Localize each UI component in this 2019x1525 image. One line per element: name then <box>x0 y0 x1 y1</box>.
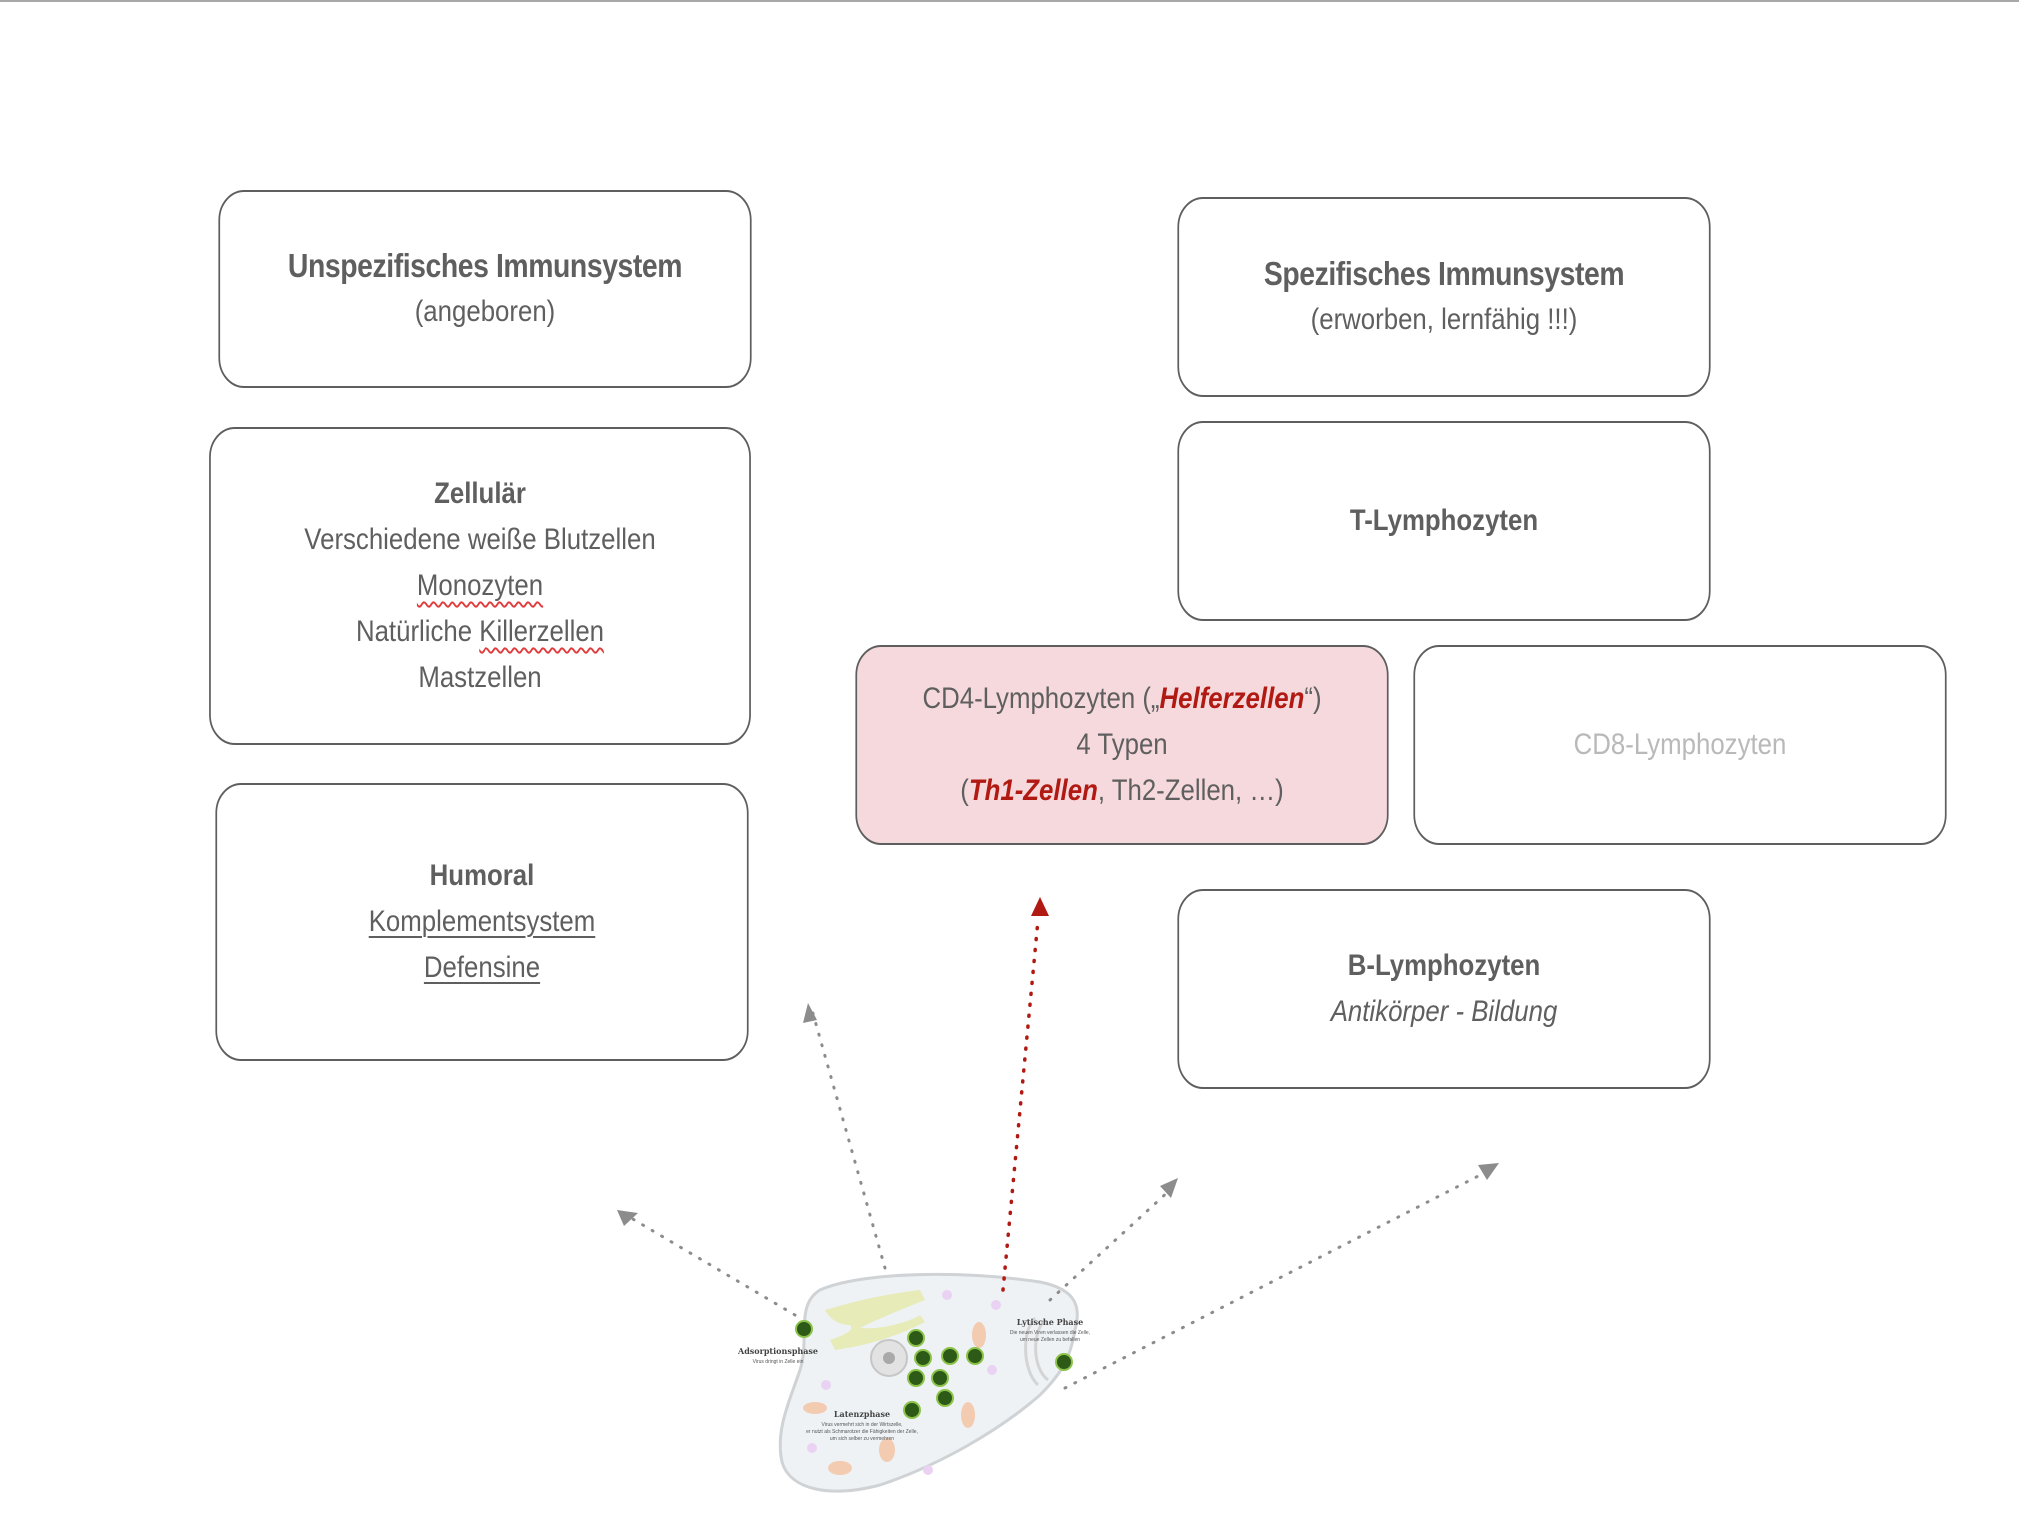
nucleus <box>870 1339 908 1377</box>
humoral-item: Defensine <box>424 945 540 991</box>
b-lymphocytes-title: B-Lymphozyten <box>1347 949 1541 982</box>
cd4-lymphocytes-box: CD4-Lymphozyten („Helferzellen“) 4 Typen… <box>855 645 1389 845</box>
virus-icon <box>931 1369 949 1387</box>
arrowhead-icon <box>1478 1163 1499 1180</box>
cellular-item: Natürliche Killerzellen <box>356 609 604 655</box>
arrow-to-humoral-left <box>624 1213 797 1317</box>
virus-group <box>795 1320 1073 1419</box>
cellular-item: Monozyten <box>417 563 543 609</box>
cd4-line-3-suffix: , Th2-Zellen, …) <box>1097 774 1284 807</box>
specific-title: Spezifisches Immunsystem <box>1263 255 1625 292</box>
humoral-item-komplementsystem[interactable]: Komplementsystem <box>368 905 596 938</box>
virus-icon <box>795 1320 813 1338</box>
vesicle <box>923 1465 933 1475</box>
cellular-item: Mastzellen <box>418 661 542 694</box>
adsorption-phase-label: Adsorptionsphase <box>737 1346 818 1356</box>
cellular-title: Zellulär <box>434 477 526 510</box>
unspecific-immune-system-box: Unspezifisches Immunsystem (angeboren) <box>218 190 752 388</box>
humoral-item: Komplementsystem <box>369 899 596 945</box>
unspecific-subtitle: (angeboren) <box>414 295 556 328</box>
b-lymphocytes-subtitle: Antikörper - Bildung <box>1330 995 1558 1028</box>
virus-icon <box>966 1347 984 1365</box>
cd4-line-1: CD4-Lymphozyten („Helferzellen“) <box>922 676 1321 722</box>
top-border <box>0 0 2019 2</box>
lytic-phase-label: Lytische Phase <box>1017 1317 1083 1327</box>
virus-cell-illustration: Adsorptionsphase Virus dringt in Zelle e… <box>737 1272 1090 1493</box>
specific-immune-system-box: Spezifisches Immunsystem (erworben, lern… <box>1177 197 1711 397</box>
adsorption-phase-text: Virus dringt in Zelle ein <box>753 1359 804 1365</box>
cd8-title: CD8-Lymphozyten <box>1573 728 1787 761</box>
cd4-line-2: 4 Typen <box>1076 728 1168 761</box>
virus-icon <box>907 1369 925 1387</box>
cd4-line-3-prefix: ( <box>960 774 969 807</box>
specific-subtitle: (erworben, lernfähig !!!) <box>1310 303 1578 336</box>
vesicle <box>821 1380 831 1390</box>
arrow-to-t-cells <box>1048 1188 1172 1302</box>
vesicle <box>987 1365 997 1375</box>
vesicle <box>942 1290 952 1300</box>
arrow-to-cd4 <box>1001 918 1040 1292</box>
mitochondrion <box>961 1402 975 1428</box>
virus-icon <box>914 1349 932 1367</box>
t-lymphocytes-box: T-Lymphozyten <box>1177 421 1711 621</box>
cellular-item-monozyten: Monozyten <box>416 569 544 602</box>
latent-phase-text: er nutzt als Schmarotzer die Fähigkeiten… <box>806 1429 918 1435</box>
cd4-line-1-prefix: CD4-Lymphozyten („ <box>922 682 1160 715</box>
arrowhead-icon <box>617 1210 638 1226</box>
cellular-box: Zellulär Verschiedene weiße Blutzellen M… <box>209 427 751 745</box>
virus-icon <box>907 1329 925 1347</box>
t-lymphocytes-title: T-Lymphozyten <box>1349 504 1539 537</box>
cell-membrane <box>778 1272 1079 1493</box>
vesicle <box>991 1300 1001 1310</box>
latent-phase-text: um sich selber zu vermehren <box>830 1436 894 1442</box>
cellular-item: Verschiedene weiße Blutzellen <box>304 523 656 556</box>
nucleolus <box>883 1352 895 1364</box>
b-lymphocytes-box: B-Lymphozyten Antikörper - Bildung <box>1177 889 1711 1089</box>
arrow-to-b-cells <box>1063 1168 1492 1390</box>
lytic-phase-text: Die neuen Viren verlassen die Zelle, <box>1010 1330 1090 1336</box>
cd4-line-3: (Th1-Zellen, Th2-Zellen, …) <box>960 768 1284 814</box>
humoral-title: Humoral <box>429 859 535 892</box>
virus-icon <box>1055 1353 1073 1371</box>
mitochondrion <box>972 1322 986 1348</box>
mitochondrion <box>879 1438 895 1462</box>
cd8-lymphocytes-box: CD8-Lymphozyten <box>1413 645 1947 845</box>
virus-icon <box>936 1389 954 1407</box>
helper-cells-label: Helferzellen <box>1159 682 1305 715</box>
virus-icon <box>903 1401 921 1419</box>
humoral-box: Humoral Komplementsystem Defensine <box>215 783 749 1061</box>
mitochondrion <box>828 1461 852 1475</box>
golgi-apparatus <box>1024 1316 1040 1387</box>
cd4-line-1-suffix: “) <box>1304 682 1322 715</box>
arrow-to-humoral <box>810 1008 887 1270</box>
latent-phase-text: Virus vermehrt sich in der Wirtszelle, <box>821 1422 902 1428</box>
latent-phase-label: Latenzphase <box>834 1409 890 1419</box>
cellular-item-natuerliche: Natürliche <box>355 615 480 648</box>
endoplasmic-reticulum <box>825 1290 925 1350</box>
unspecific-title: Unspezifisches Immunsystem <box>287 247 683 284</box>
lytic-phase-text: um neue Zellen zu befallen <box>1020 1337 1080 1343</box>
vesicle <box>807 1443 817 1453</box>
arrowhead-red-icon <box>1031 897 1049 916</box>
cellular-item-killerzellen: Killerzellen <box>479 615 605 648</box>
arrowhead-icon <box>803 1003 817 1023</box>
arrowhead-icon <box>1160 1178 1178 1198</box>
virus-icon <box>941 1347 959 1365</box>
th1-cells-label: Th1-Zellen <box>968 774 1098 807</box>
mitochondrion <box>803 1402 827 1414</box>
humoral-item-defensine[interactable]: Defensine <box>423 951 541 984</box>
